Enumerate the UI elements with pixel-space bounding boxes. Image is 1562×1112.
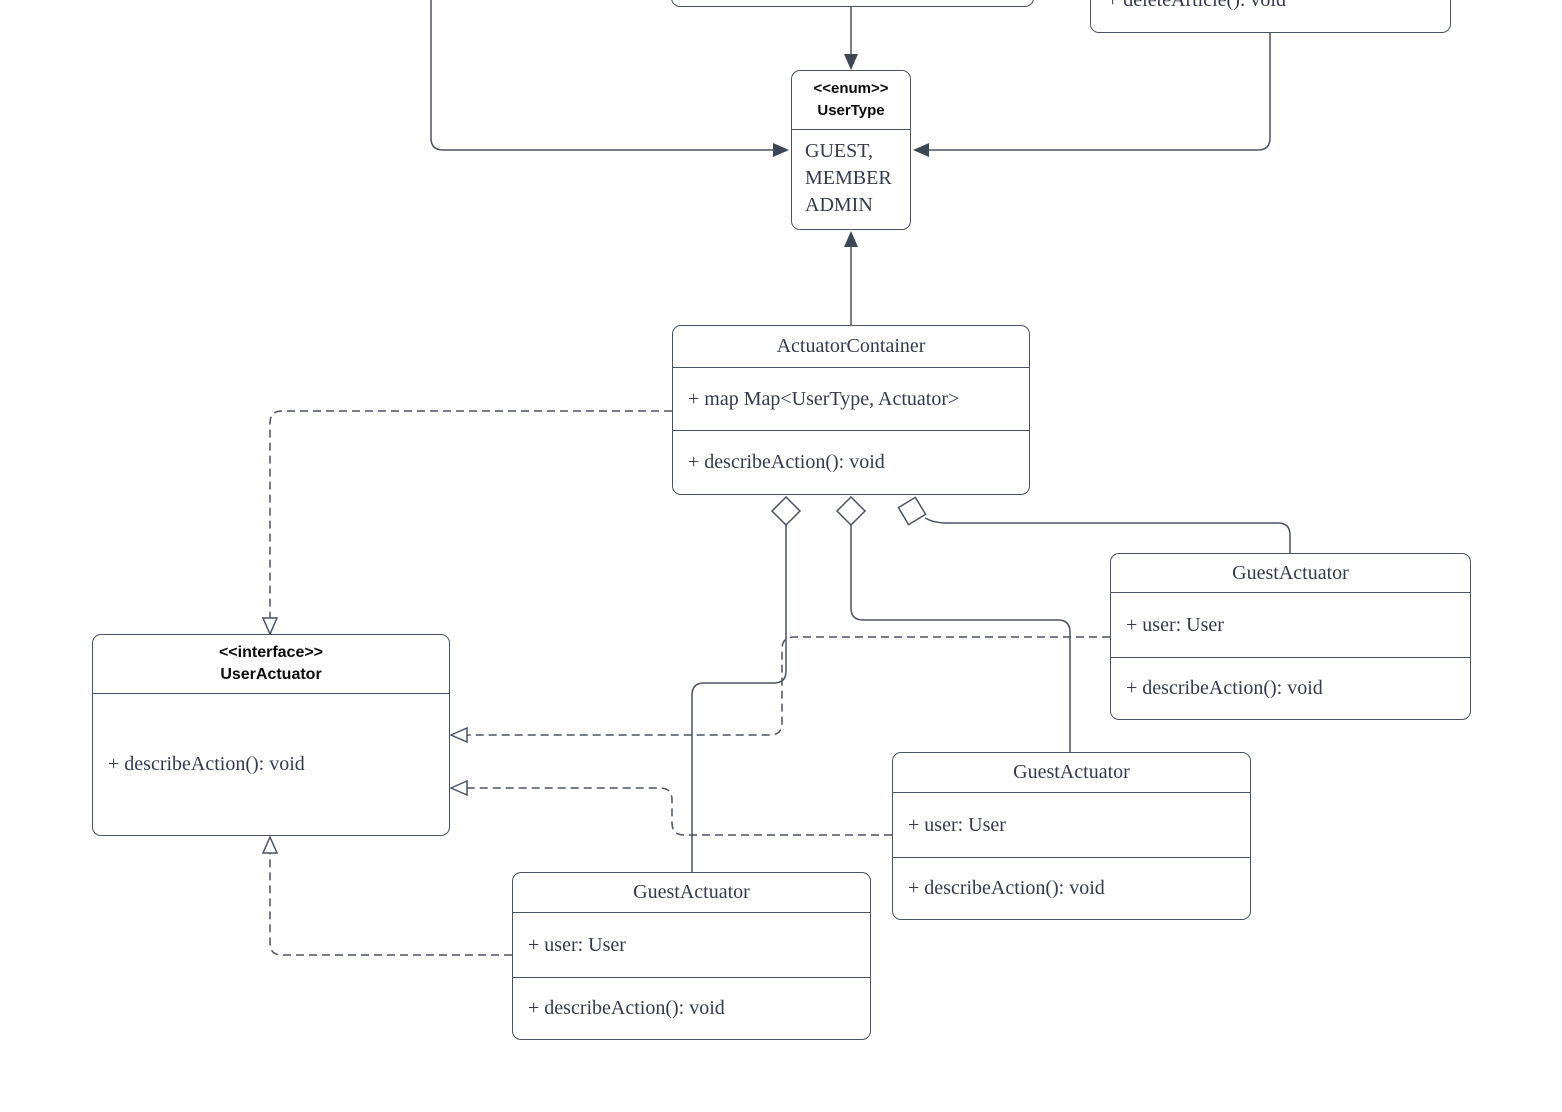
stereotype-label: <<enum>> [813, 80, 889, 97]
class-name-label: GuestActuator [633, 881, 750, 903]
stereotype-label: <<interface>> [218, 644, 324, 661]
enum-literal: ADMIN [805, 194, 873, 216]
assoc-leftclass-to-usertype [430, 0, 773, 151]
class-box-cropped-top [671, 0, 1034, 7]
class-box-guestactuator-right: GuestActuator + user: User + describeAct… [1110, 553, 1471, 720]
interface-title: <<interface>> UserActuator [93, 635, 449, 693]
operation-label: + describeAction(): void [673, 430, 1029, 494]
aggr-to-guestactuator-bottom [691, 525, 787, 872]
operation-label: + describeAction(): void [1111, 657, 1470, 719]
assoc-rightclass-to-usertype [929, 33, 1271, 151]
arrowhead-into-usertype-right [913, 143, 929, 157]
realize-guestmiddle-to-useractuator [467, 787, 892, 836]
aggr-to-guestactuator-middle [850, 525, 1071, 752]
attribute-label: + user: User [513, 912, 870, 977]
aggregation-diamond-1 [770, 495, 802, 527]
hollow-arrow-useractuator-bottom [261, 835, 279, 854]
hollow-arrow-useractuator-right-1 [449, 726, 468, 744]
enum-literal: GUEST, [805, 140, 873, 162]
aggregation-diamond-3 [897, 496, 927, 526]
class-box-guestactuator-bottom: GuestActuator + user: User + describeAct… [512, 872, 871, 1040]
aggr-to-guestactuator-right [924, 517, 1291, 553]
operation-label: + describeAction(): void [893, 857, 1250, 919]
operation-label: + deleteArticle(): void [1107, 0, 1286, 11]
realize-guestbottom-to-useractuator [269, 853, 512, 956]
enum-title: <<enum>> UserType [792, 71, 910, 129]
aggregation-diamond-2 [835, 495, 867, 527]
enum-literal: MEMBER [805, 167, 892, 189]
class-name-label: ActuatorContainer [776, 335, 926, 357]
class-name-label: GuestActuator [1013, 761, 1130, 783]
class-box-guestactuator-middle: GuestActuator + user: User + describeAct… [892, 752, 1251, 920]
operation-label: + describeAction(): void [513, 977, 870, 1039]
arrowhead-into-usertype-bottom [844, 231, 858, 247]
class-box-actuatorcontainer: ActuatorContainer + map Map<UserType, Ac… [672, 325, 1030, 495]
realize-guestright-to-useractuator [467, 636, 1110, 736]
hollow-arrow-useractuator-right-2 [449, 779, 468, 797]
operation-label: + describeAction(): void [93, 693, 449, 835]
class-name-label: UserActuator [220, 666, 322, 683]
hollow-arrow-useractuator-top [261, 617, 279, 636]
class-name-label: UserType [817, 102, 885, 119]
class-box-usertype-enum: <<enum>> UserType GUEST, MEMBER ADMIN [791, 70, 911, 230]
realize-actuatorcontainer-to-useractuator [269, 410, 672, 619]
arrowhead-into-usertype-left [773, 143, 789, 157]
attribute-label: + user: User [893, 792, 1250, 857]
class-name-label: GuestActuator [1232, 561, 1349, 584]
class-box-useractuator-interface: <<interface>> UserActuator + describeAct… [92, 634, 450, 836]
enum-literals: GUEST, MEMBER ADMIN [792, 129, 910, 229]
class-box-cropped-top-right: + deleteArticle(): void [1090, 0, 1451, 33]
arrowhead-into-usertype-top [844, 54, 858, 70]
attribute-label: + map Map<UserType, Actuator> [673, 367, 1029, 430]
attribute-label: + user: User [1111, 592, 1470, 657]
